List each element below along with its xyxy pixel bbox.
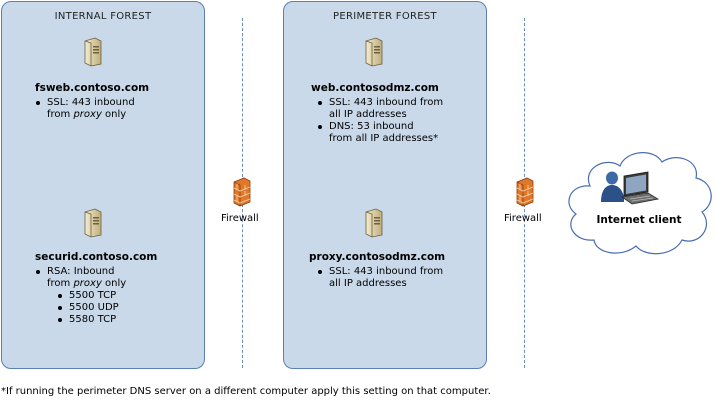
rule-line: RSA: Inbound (47, 266, 115, 277)
rule-line: DNS: 53 inbound (329, 121, 414, 132)
rule-item: RSA: Inbound from proxy only 5500 TCP 55… (35, 266, 126, 326)
cloud-icon (568, 152, 712, 255)
port-item: 5580 TCP (47, 314, 126, 326)
rule-line: SSL: 443 inbound from (329, 266, 444, 277)
port-item: 5500 TCP (47, 290, 126, 302)
firewall-label: Firewall (504, 213, 542, 224)
firewall-icon (233, 177, 251, 207)
server-name-proxy: proxy.contosodmz.com (309, 251, 446, 263)
perimeter-forest-panel: PERIMETER FOREST (283, 1, 487, 369)
web-rules: SSL: 443 inbound from all IP addresses D… (317, 97, 443, 145)
server-icon (84, 208, 102, 238)
server-name-web: web.contosodmz.com (311, 82, 439, 94)
securid-rules: RSA: Inbound from proxy only 5500 TCP 55… (35, 266, 126, 326)
rule-line: all IP addresses (329, 278, 407, 289)
rule-line: all IP addresses (329, 109, 407, 120)
port-list: 5500 TCP 5500 UDP 5580 TCP (47, 290, 126, 326)
server-icon (84, 37, 102, 67)
server-icon (365, 37, 383, 67)
server-name-securid: securid.contoso.com (35, 251, 158, 263)
rule-item: DNS: 53 inbound from all IP addresses* (317, 121, 443, 145)
internet-client-icon (601, 171, 660, 205)
fsweb-rules: SSL: 443 inbound from proxy only (35, 97, 135, 121)
rule-line: SSL: 443 inbound from (329, 97, 444, 108)
perimeter-forest-title: PERIMETER FOREST (333, 11, 437, 22)
rule-line: from proxy only (47, 278, 127, 289)
internal-forest-panel: INTERNAL FOREST (1, 1, 205, 369)
proxy-rules: SSL: 443 inbound from all IP addresses (317, 266, 443, 290)
footnote: *If running the perimeter DNS server on … (1, 386, 491, 397)
internal-forest-title: INTERNAL FOREST (54, 11, 152, 22)
rule-line: SSL: 443 inbound (47, 97, 135, 108)
rule-item: SSL: 443 inbound from all IP addresses (317, 266, 443, 290)
rule-line: from proxy only (47, 109, 127, 120)
server-name-fsweb: fsweb.contoso.com (35, 82, 150, 94)
firewall-icon (516, 177, 534, 207)
internet-client-label: Internet client (596, 214, 682, 226)
server-icon (365, 208, 383, 238)
rule-line: from all IP addresses* (329, 133, 439, 144)
firewall-label: Firewall (221, 213, 259, 224)
rule-item: SSL: 443 inbound from proxy only (35, 97, 135, 121)
port-item: 5500 UDP (47, 302, 126, 314)
rule-item: SSL: 443 inbound from all IP addresses (317, 97, 443, 121)
